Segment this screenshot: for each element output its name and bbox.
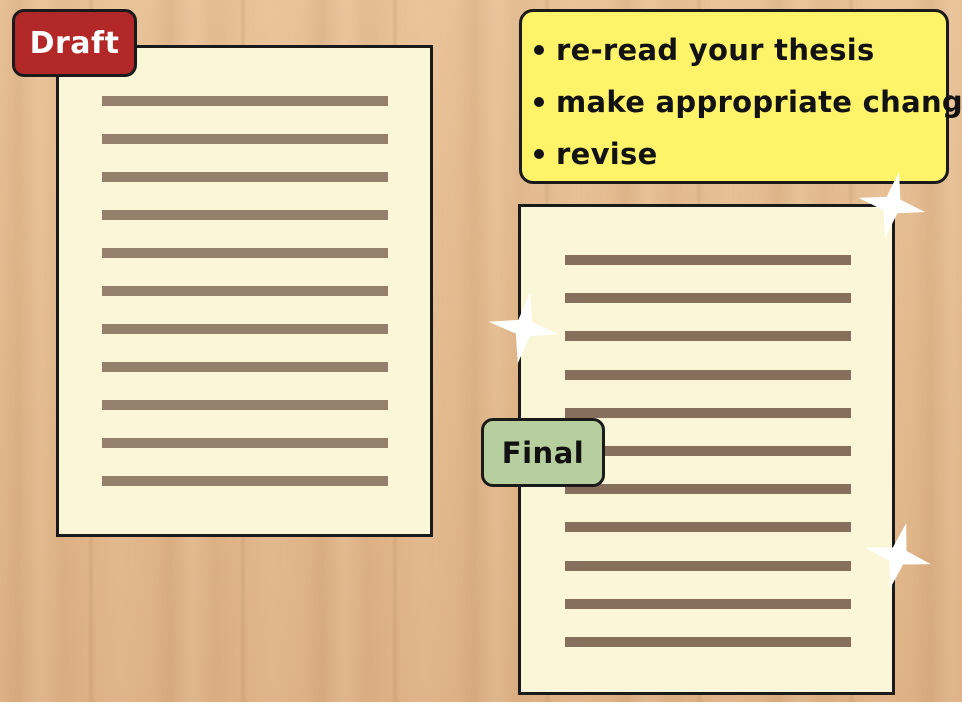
text-line	[102, 286, 388, 296]
text-line	[102, 248, 388, 258]
sparkle-icon	[858, 171, 926, 239]
note-item: re-read your thesis	[534, 24, 936, 76]
text-line	[102, 172, 388, 182]
note-item-text: revise	[556, 137, 658, 171]
bullet-icon	[534, 45, 544, 55]
sparkle-icon	[865, 523, 931, 589]
text-line	[102, 438, 388, 448]
bullet-icon	[534, 97, 544, 107]
text-line	[565, 598, 851, 609]
draft-text-lines	[59, 48, 430, 534]
note-item-text: re-read your thesis	[556, 33, 875, 67]
text-line	[102, 210, 388, 220]
text-line	[565, 293, 851, 304]
bullet-icon	[534, 149, 544, 159]
draft-tag: Draft	[12, 9, 137, 77]
text-line	[565, 331, 851, 342]
text-line	[565, 560, 851, 571]
text-line	[102, 476, 388, 486]
final-tag: Final	[481, 418, 605, 487]
sticky-note: re-read your thesis make appropriate cha…	[519, 9, 962, 184]
note-item: make appropriate changes	[534, 76, 962, 128]
draft-paper	[56, 45, 433, 537]
text-line	[565, 522, 851, 533]
text-line	[102, 96, 388, 106]
text-line	[565, 407, 851, 418]
text-line	[102, 362, 388, 372]
text-line	[565, 637, 851, 647]
text-line	[102, 134, 388, 144]
text-line	[565, 484, 851, 495]
text-line	[565, 446, 851, 456]
final-tag-label: Final	[501, 435, 585, 470]
final-text-lines	[521, 207, 892, 692]
text-line	[102, 324, 388, 334]
note-item: revise	[534, 128, 936, 180]
text-line	[102, 400, 388, 410]
sparkle-icon	[488, 292, 560, 364]
note-item-text: make appropriate changes	[556, 85, 962, 119]
draft-tag-label: Draft	[29, 25, 120, 61]
text-line	[565, 255, 851, 265]
text-line	[565, 369, 851, 380]
